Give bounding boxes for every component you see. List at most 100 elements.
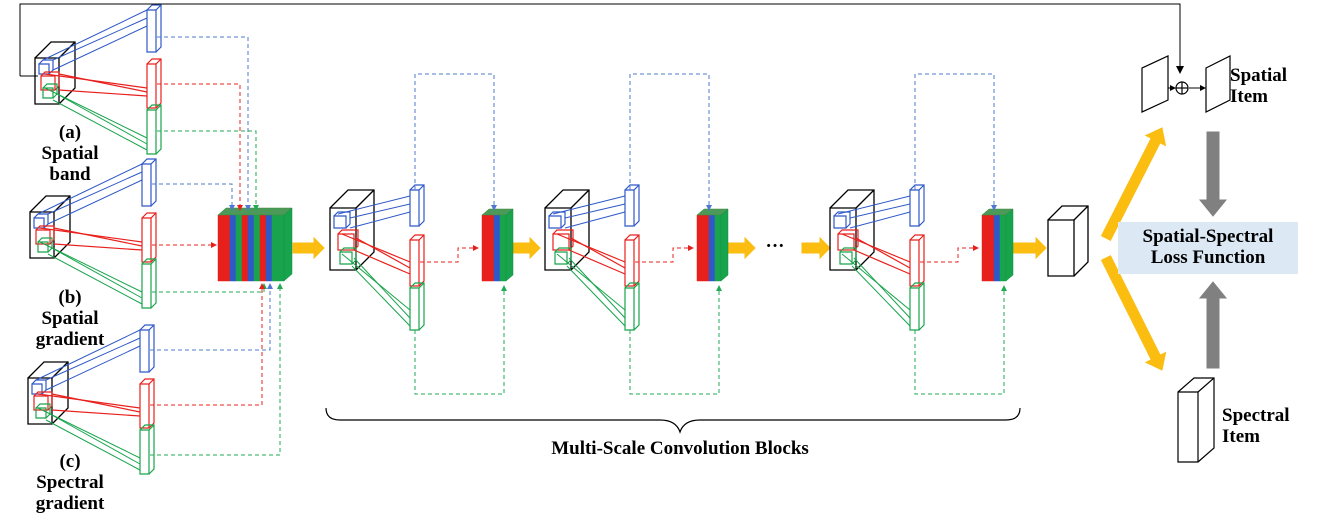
gray-arrow-down <box>1198 131 1228 217</box>
group-c-fan-green-1 <box>49 413 141 465</box>
to-spectral-arrow-shape <box>1100 255 1167 371</box>
ms-block-1-fan-blue-0 <box>337 195 411 215</box>
ms-block-3-blue-kernel-b <box>833 211 851 229</box>
ms-block-2-blue-prism-front <box>624 189 635 227</box>
ms-block-3-green-kernel-b <box>839 247 857 265</box>
group-c-green-prism-front <box>139 429 150 475</box>
ms-block-2-fan-green-2 <box>566 265 626 327</box>
group-a-red-prism-edge <box>155 58 162 65</box>
ms-block-3-loop-blue <box>914 73 997 211</box>
ms-block-3-red-prism-edge <box>918 234 925 241</box>
ms-block-2-out-band-3 <box>714 214 722 282</box>
label-b: (b) Spatial gradient <box>20 287 120 350</box>
ms-block-2-out-side <box>720 208 729 282</box>
ms-block-3-input-edge <box>855 189 875 209</box>
conn-a-green <box>157 130 259 211</box>
group-a-input-edge <box>58 41 76 59</box>
ms-block-3-fan-blue-0 <box>837 195 911 215</box>
group-c-blue-prism-front <box>139 329 150 373</box>
concat-side <box>283 207 293 282</box>
ms-block-3-fan-red-1 <box>855 237 911 269</box>
group-b-fan-blue-0 <box>37 163 143 215</box>
conn-b-green <box>152 283 267 293</box>
ms-block-3-red-kernel-b <box>837 229 859 251</box>
group-b-green-kernel-b <box>37 237 53 253</box>
ms-block-3-fan-red-0 <box>841 233 911 263</box>
ms-block-3-blue-prism-front <box>909 189 920 227</box>
concat-band-2 <box>229 214 237 282</box>
ms-block-1-conn-red <box>420 245 479 263</box>
group-b-red-kernel-b <box>35 225 55 245</box>
ms-block-3-loop-green <box>914 285 1007 395</box>
label-c-line2: gradient <box>35 493 105 514</box>
label-b-line1: Spatial <box>41 308 99 329</box>
conn-c-red <box>150 283 265 406</box>
spatial-item-line1: Spatial <box>1230 65 1288 86</box>
flow-arrow-4 <box>801 236 831 260</box>
ms-block-1-fan-blue-2 <box>349 211 411 229</box>
spectral-item-label: Spectral Item <box>1222 405 1290 447</box>
group-b-fan-red-2 <box>53 243 143 251</box>
ms-block-1-fan-red-0 <box>341 233 411 263</box>
ms-block-2-input-edge <box>570 189 590 209</box>
multiscale-label: Multi-Scale Convolution Blocks <box>551 438 809 459</box>
ms-block-2-green-kernel-b <box>554 247 572 265</box>
multiscale-brace <box>325 407 1021 434</box>
concat-band-4 <box>241 214 249 282</box>
ms-block-2-blue-kernel-b <box>548 211 566 229</box>
group-c-green-kernel-b <box>35 403 51 419</box>
label-c-line1: Spectral <box>36 472 104 493</box>
group-b-green-prism-edge <box>150 258 157 265</box>
group-b-fan-red-1 <box>53 227 143 247</box>
ms-block-2-green-prism-front <box>624 287 635 331</box>
group-a-blue-prism-front <box>146 9 157 53</box>
ms-block-3-fan-green-1 <box>853 257 911 319</box>
group-c-fan-blue-2 <box>45 345 141 391</box>
global-skip-arrowhead <box>1176 66 1184 74</box>
ms-block-3-blue-prism-edge <box>918 184 925 191</box>
group-a-green-kernel-b <box>42 83 58 99</box>
output-cube-front <box>1047 219 1075 277</box>
ms-block-1-fan-green-1 <box>353 257 411 319</box>
spatial-item-label: Spatial Item <box>1230 65 1287 107</box>
ms-block-3-fan-blue-2 <box>849 211 911 229</box>
ms-block-3-conn-red <box>920 245 979 263</box>
label-c: (c) Spectral gradient <box>20 451 120 514</box>
flow-arrow-5 <box>1011 236 1047 260</box>
conn-c-green <box>150 283 283 456</box>
concat-band-8 <box>265 214 273 282</box>
ms-block-1-fan-red-1 <box>355 237 411 269</box>
ms-block-1-out-band-0 <box>481 214 489 282</box>
spatial-item-line2: Item <box>1230 86 1268 107</box>
group-c-red-prism-edge <box>148 378 155 385</box>
group-a-green-prism-front <box>146 109 157 155</box>
group-c-fan-red-1 <box>51 393 141 413</box>
group-a-red-prism-front <box>146 63 157 109</box>
label-c-tag: (c) <box>59 451 81 472</box>
ms-block-1-green-prism-front <box>409 287 420 331</box>
ms-block-1-out-band-1 <box>487 214 495 282</box>
ms-block-2-green-prism-edge <box>633 282 640 289</box>
ms-block-1-blue-prism-edge <box>418 184 425 191</box>
label-b-line2: gradient <box>35 329 105 350</box>
concat-band-3 <box>235 214 243 282</box>
conn-c-blue <box>150 283 273 351</box>
ms-block-3-out-band-2 <box>993 214 1001 282</box>
group-a-fan-green-1 <box>56 93 148 145</box>
group-a-blue-prism-edge <box>155 4 162 11</box>
group-a-fan-blue-2 <box>52 25 148 71</box>
ms-block-3-out-band-0 <box>981 214 989 282</box>
concat-band-10 <box>277 214 285 282</box>
group-c-fan-green-2 <box>45 419 141 471</box>
gray-arrow-up <box>1198 281 1228 369</box>
group-a-red-kernel-b <box>40 71 60 91</box>
ms-block-1-green-kernel-b <box>339 247 357 265</box>
group-a-fan-green-2 <box>52 99 148 151</box>
group-b-blue-prism-front <box>141 163 152 207</box>
label-b-tag: (b) <box>58 287 82 308</box>
ms-block-1-input-edge <box>355 189 375 209</box>
group-c-input-edge <box>51 361 69 379</box>
ms-block-1-red-kernel-b <box>337 229 359 251</box>
ms-block-2-fan-red-0 <box>556 233 626 263</box>
